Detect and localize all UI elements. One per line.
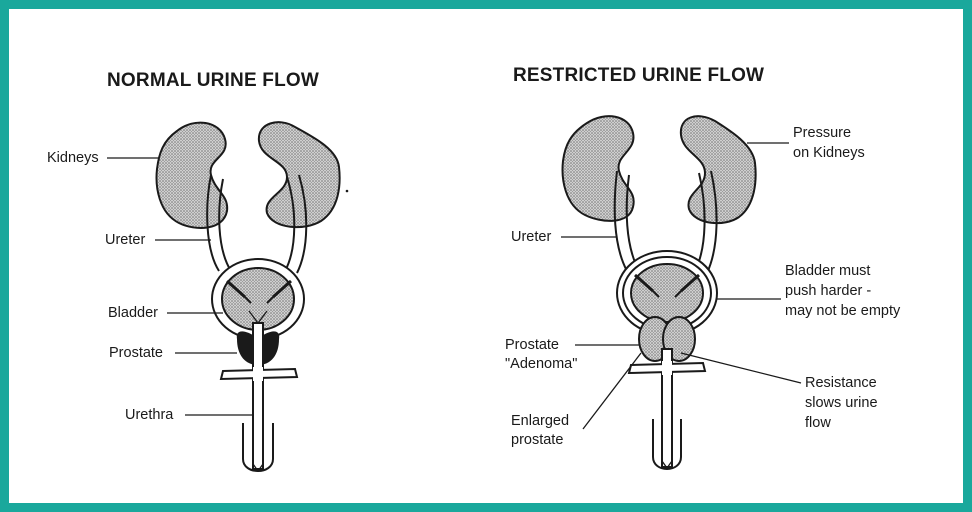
normal-urethra xyxy=(253,323,263,469)
normal-panel: NORMAL URINE FLOW Kidneys Ureter Bladder xyxy=(47,70,340,471)
diagram-frame: NORMAL URINE FLOW Kidneys Ureter Bladder xyxy=(9,9,963,503)
restricted-label-resistance-1: Resistance xyxy=(805,375,877,391)
normal-label-urethra: Urethra xyxy=(125,407,174,423)
restricted-label-enlarged-2: prostate xyxy=(511,432,563,448)
restricted-label-pressure-2: on Kidneys xyxy=(793,145,865,161)
restricted-title: RESTRICTED URINE FLOW xyxy=(513,65,764,86)
restricted-panel: RESTRICTED URINE FLOW Pressure on Kidney… xyxy=(505,65,901,469)
scan-speck xyxy=(346,190,349,193)
restricted-label-bladder-3: may not be empty xyxy=(785,303,901,319)
restricted-label-resistance-2: slows urine xyxy=(805,395,878,411)
restricted-label-enlarged-1: Enlarged xyxy=(511,413,569,429)
normal-bladder xyxy=(222,268,294,330)
restricted-label-prostate-2: "Adenoma" xyxy=(505,356,577,372)
restricted-urethra-gap xyxy=(662,361,672,375)
normal-label-ureter: Ureter xyxy=(105,232,145,248)
restricted-leader-enlarged xyxy=(583,353,641,429)
normal-left-ureter-inner xyxy=(219,179,231,271)
restricted-bladder xyxy=(631,264,703,322)
restricted-label-bladder-1: Bladder must xyxy=(785,263,870,279)
normal-label-bladder: Bladder xyxy=(108,305,158,321)
restricted-label-pressure-1: Pressure xyxy=(793,125,851,141)
restricted-label-resistance-3: flow xyxy=(805,415,831,431)
normal-label-prostate: Prostate xyxy=(109,345,163,361)
normal-label-kidneys: Kidneys xyxy=(47,150,99,166)
normal-left-kidney xyxy=(157,123,228,228)
restricted-left-kidney xyxy=(563,116,634,221)
restricted-label-bladder-2: push harder - xyxy=(785,283,871,299)
normal-urethra-gap xyxy=(253,367,263,381)
restricted-label-ureter: Ureter xyxy=(511,229,551,245)
normal-title: NORMAL URINE FLOW xyxy=(107,70,319,91)
restricted-label-prostate-1: Prostate xyxy=(505,337,559,353)
restricted-right-kidney xyxy=(681,116,756,223)
urinary-tract-diagram: NORMAL URINE FLOW Kidneys Ureter Bladder xyxy=(9,9,963,503)
normal-right-kidney xyxy=(259,122,340,227)
